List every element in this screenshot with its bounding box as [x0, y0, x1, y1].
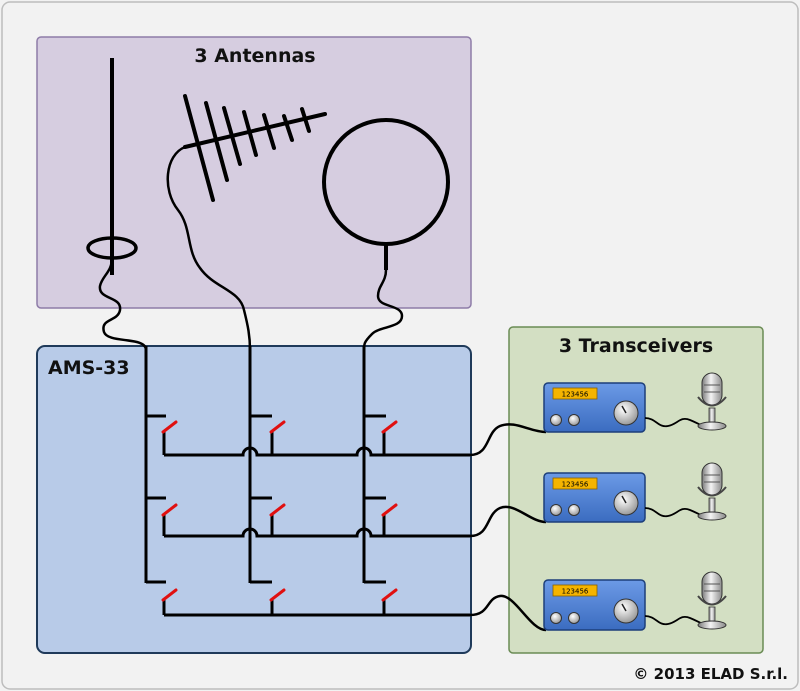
switch-contact: [161, 503, 178, 517]
frequency-display-text: 123456: [562, 391, 589, 399]
cable-transceiver-1: [469, 423, 547, 457]
small-knob-icon: [550, 612, 562, 624]
cable-antenna-1: [98, 257, 148, 351]
copyright-text: © 2013 ELAD S.r.l.: [633, 665, 788, 683]
switch-matrix: [144, 346, 470, 617]
microphone-icon: [697, 462, 727, 521]
frequency-display-text: 123456: [562, 481, 589, 489]
switch-contact: [161, 588, 178, 602]
switch-panel-title: AMS-33: [48, 357, 130, 379]
antennas-panel-title: 3 Antennas: [194, 45, 315, 67]
frequency-display: [552, 584, 598, 597]
antenna-cables: [98, 145, 404, 351]
antennas-panel-box: [36, 36, 472, 309]
cable-antenna-2: [166, 145, 252, 351]
switch-contact: [381, 503, 398, 517]
small-knob-icon: [550, 414, 562, 426]
switch-contact: [269, 503, 286, 517]
transceiver-3: 123456: [543, 579, 646, 631]
loop-antenna-icon: [322, 118, 450, 270]
microphone-icon: [697, 372, 727, 431]
small-knob-icon: [550, 504, 562, 516]
frequency-display: [552, 387, 598, 400]
switch-contacts: [161, 420, 398, 602]
cable-transceiver-3: [469, 594, 547, 632]
transceiver-2: 123456: [543, 472, 646, 523]
cable-transceiver-2: [469, 505, 547, 538]
small-knob-icon: [568, 504, 580, 516]
switch-contact: [381, 420, 398, 434]
small-knob-icon: [568, 612, 580, 624]
frequency-display-text: 123456: [562, 588, 589, 596]
transceiver-cables: [469, 423, 547, 632]
output-bus-1: [164, 446, 470, 457]
transceivers-panel-title: 3 Transceivers: [559, 335, 713, 357]
cable-antenna-3: [362, 269, 404, 351]
switch-contact: [381, 588, 398, 602]
switch-contact: [161, 420, 178, 434]
antennas-panel: 3 Antennas: [36, 36, 472, 309]
small-knob-icon: [568, 414, 580, 426]
microphone-icon: [697, 571, 727, 630]
frequency-display: [552, 477, 598, 490]
switch-contact: [269, 588, 286, 602]
transceiver-1: 123456: [543, 382, 646, 433]
output-bus-2: [164, 527, 470, 538]
switch-contact: [269, 420, 286, 434]
yagi-antenna-icon: [183, 94, 327, 202]
